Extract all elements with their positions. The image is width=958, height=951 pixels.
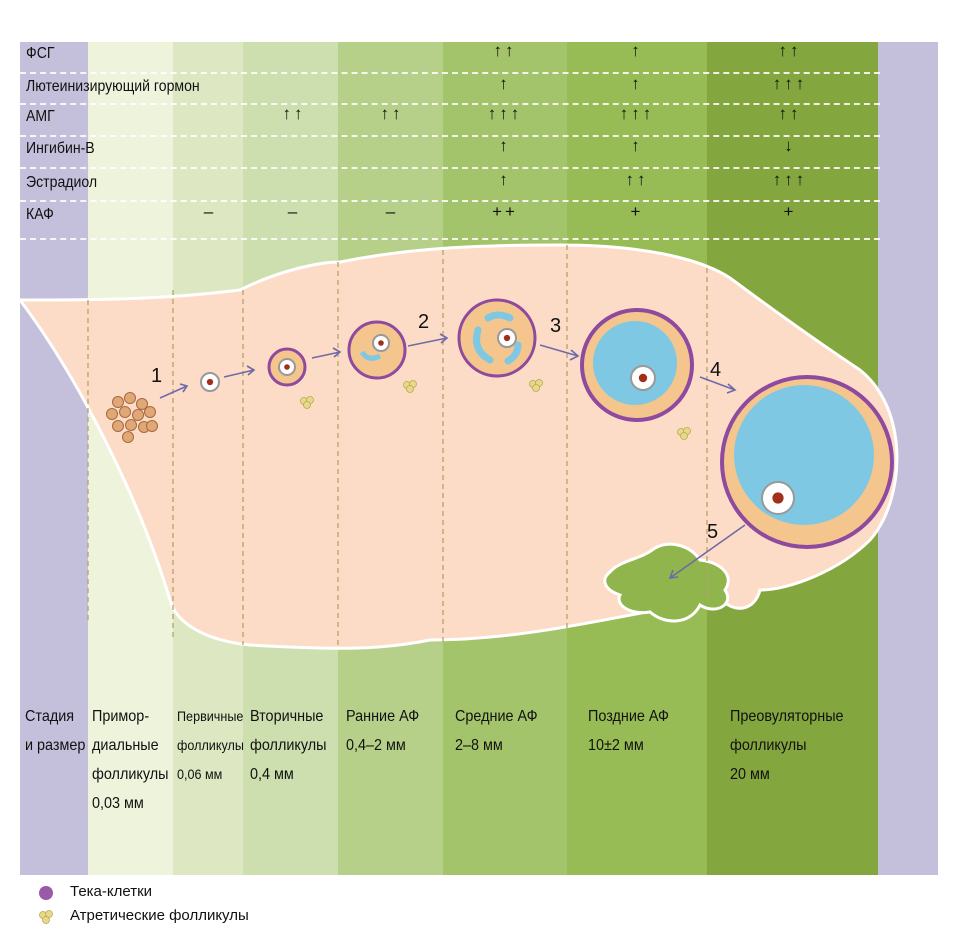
hormone-level: ↑ bbox=[631, 74, 643, 93]
antral-fluid bbox=[593, 321, 677, 405]
step-4-label: 4 bbox=[710, 359, 721, 381]
hormone-level: ↑↑↑ bbox=[619, 104, 655, 123]
theca-cells-legend-icon bbox=[39, 886, 53, 900]
hormone-level: ↑↑ bbox=[380, 104, 404, 123]
primordial-follicle bbox=[106, 408, 118, 420]
hormone-row-label: КАФ bbox=[26, 206, 54, 223]
side-band bbox=[20, 42, 88, 875]
row-divider bbox=[20, 72, 880, 74]
stage-dividers bbox=[87, 245, 708, 648]
row-divider bbox=[20, 103, 880, 105]
antral-fluid bbox=[473, 311, 522, 365]
hormone-level: + bbox=[783, 202, 797, 221]
stage-label: Средние АФ 2–8 мм bbox=[455, 708, 538, 754]
atretic-follicle bbox=[532, 384, 540, 392]
oocyte-nucleus bbox=[378, 340, 384, 346]
step-5-label: 5 bbox=[707, 521, 718, 543]
hormone-level: – bbox=[385, 202, 399, 221]
stage-label: Примор- диальные фолликулы 0,03 мм bbox=[92, 708, 169, 812]
row-divider bbox=[20, 167, 880, 169]
hormone-row-label: ФСГ bbox=[26, 45, 55, 62]
hormone-level: ↑↑ bbox=[778, 41, 802, 60]
hormone-row-label: Ингибин-В bbox=[26, 140, 95, 157]
step-2-label: 2 bbox=[418, 311, 429, 333]
stage-label: Поздние АФ 10±2 мм bbox=[588, 708, 669, 754]
hormone-level: ↑ bbox=[499, 170, 511, 189]
hormone-level: ++ bbox=[492, 202, 518, 221]
hormone-level: ↑↑ bbox=[778, 104, 802, 123]
primordial-follicle bbox=[144, 406, 156, 418]
hormone-level: – bbox=[203, 202, 217, 221]
stage-header: Стадия и размер bbox=[25, 708, 86, 754]
stage-label: Ранние АФ 0,4–2 мм bbox=[346, 708, 420, 754]
atretic-follicle bbox=[406, 385, 414, 393]
hormone-level: ↑↑ bbox=[625, 170, 649, 189]
row-divider bbox=[20, 200, 880, 202]
antral-fluid bbox=[734, 385, 874, 525]
hormone-row-label: Эстрадиол bbox=[26, 174, 98, 191]
primordial-follicle bbox=[119, 406, 131, 418]
antral-fluid bbox=[359, 350, 382, 361]
hormone-level: – bbox=[287, 202, 301, 221]
hormone-level: ↑↑ bbox=[282, 104, 306, 123]
row-divider bbox=[20, 135, 880, 137]
hormone-level: + bbox=[630, 202, 644, 221]
step-1-label: 1 bbox=[151, 365, 162, 387]
primordial-follicle bbox=[112, 420, 124, 432]
hormone-level: ↑↑ bbox=[493, 41, 517, 60]
hormone-level: ↑ bbox=[499, 136, 511, 155]
primordial-follicle bbox=[132, 409, 144, 421]
primordial-follicle bbox=[146, 420, 158, 432]
corpus-luteum bbox=[603, 542, 730, 623]
row-divider bbox=[20, 238, 880, 240]
atretic-follicle bbox=[680, 432, 688, 440]
legend-theca: Тека-клетки bbox=[70, 883, 153, 900]
hormone-level: ↓ bbox=[784, 136, 796, 155]
hormone-level: ↑ bbox=[499, 74, 511, 93]
primordial-follicle bbox=[124, 392, 136, 404]
hormone-row-label: АМГ bbox=[26, 108, 55, 125]
hormone-level: ↑↑↑ bbox=[772, 170, 808, 189]
oocyte-nucleus bbox=[503, 334, 511, 342]
stage-label: Преовуляторные фолликулы 20 мм bbox=[730, 708, 844, 783]
hormone-level: ↑ bbox=[631, 136, 643, 155]
legend-atretic: Атретические фолликулы bbox=[70, 907, 249, 924]
hormone-level: ↑ bbox=[631, 41, 643, 60]
hormone-level: ↑↑↑ bbox=[772, 74, 808, 93]
oocyte-nucleus bbox=[284, 364, 290, 370]
oocyte-nucleus bbox=[772, 492, 784, 504]
oocyte-nucleus bbox=[206, 378, 214, 386]
atretic-follicle bbox=[303, 401, 311, 409]
stage-label: Первичные фолликулы 0,06 мм bbox=[177, 708, 244, 782]
progression-arrows bbox=[159, 333, 746, 579]
atretic-follicle-legend-icon bbox=[39, 910, 53, 924]
oocyte-nucleus bbox=[638, 373, 648, 383]
step-3-label: 3 bbox=[550, 315, 561, 337]
hormone-row-label: Лютеинизирующий гормон bbox=[26, 78, 200, 95]
primordial-follicle bbox=[136, 398, 148, 410]
primordial-follicle bbox=[112, 396, 124, 408]
primordial-follicle bbox=[125, 419, 137, 431]
hormone-level: ↑↑↑ bbox=[487, 104, 523, 123]
stage-label: Вторичные фолликулы 0,4 мм bbox=[250, 708, 327, 783]
primordial-follicle bbox=[122, 431, 134, 443]
